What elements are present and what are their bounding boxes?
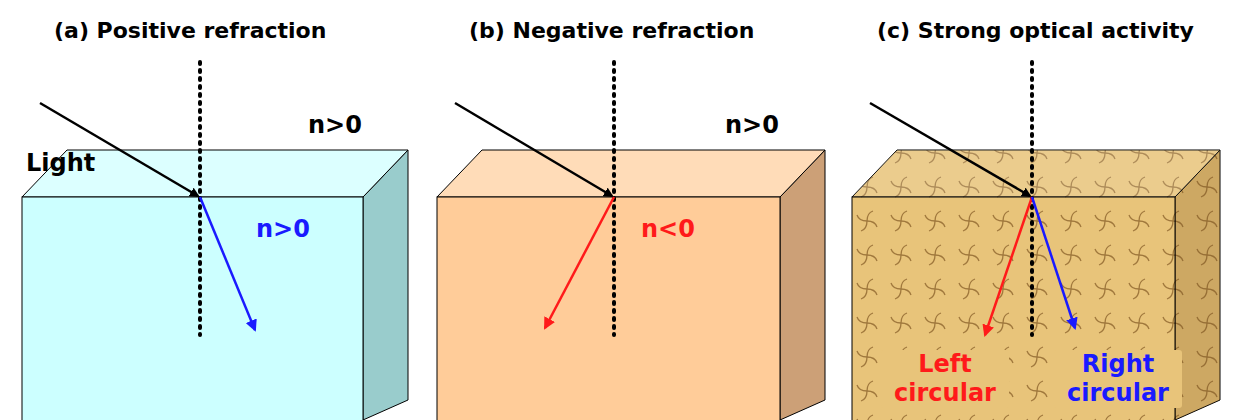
index-label: n>0 (308, 112, 362, 140)
incident-ray (40, 103, 1030, 196)
normal-line (200, 62, 1032, 335)
cube-a (22, 150, 408, 420)
cube-b (437, 150, 825, 420)
panel-title: (c) Strong optical activity (877, 18, 1194, 43)
polarization-label: Left circular (881, 350, 1009, 408)
index-label: n<0 (641, 216, 695, 244)
panel-title: (a) Positive refraction (54, 18, 326, 43)
light-label: Light (26, 150, 95, 178)
panel-title: (b) Negative refraction (469, 18, 754, 43)
refracted-ray (200, 197, 1075, 335)
polarization-label: Right circular (1054, 350, 1182, 408)
index-label: n>0 (256, 216, 310, 244)
cube-c (852, 150, 1220, 420)
index-label: n>0 (725, 112, 779, 140)
